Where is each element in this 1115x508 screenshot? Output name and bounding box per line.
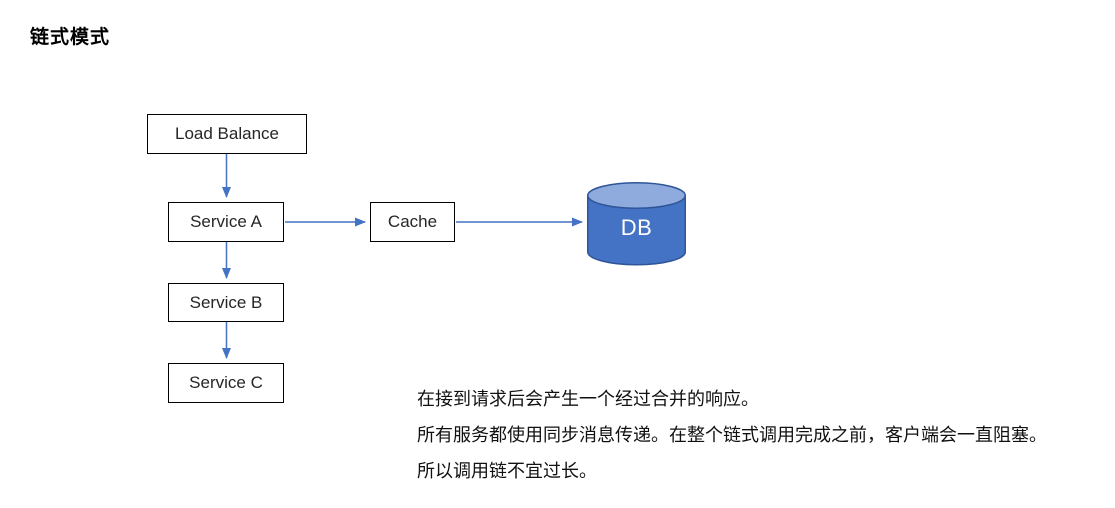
node-load-balance: Load Balance: [147, 114, 307, 154]
node-service-b: Service B: [168, 283, 284, 322]
notes-block: 在接到请求后会产生一个经过合并的响应。 所有服务都使用同步消息传递。在整个链式调…: [417, 381, 1047, 489]
node-service-b-label: Service B: [189, 292, 263, 312]
note-line-1: 在接到请求后会产生一个经过合并的响应。: [417, 389, 759, 409]
node-service-c: Service C: [168, 363, 284, 403]
node-cache: Cache: [370, 202, 455, 242]
note-line-2: 所有服务都使用同步消息传递。在整个链式调用完成之前，客户端会一直阻塞。: [417, 425, 1047, 445]
node-service-a-label: Service A: [190, 212, 262, 231]
node-load-balance-label: Load Balance: [175, 124, 279, 143]
node-db-label: DB: [620, 215, 653, 240]
page-title: 链式模式: [30, 27, 111, 48]
node-service-a: Service A: [168, 202, 284, 242]
db-cylinder-top: [587, 182, 686, 209]
node-service-c-label: Service C: [189, 373, 263, 392]
node-db: DB: [587, 182, 686, 266]
note-line-3: 所以调用链不宜过长。: [417, 461, 597, 481]
node-cache-label: Cache: [387, 212, 438, 231]
db-cylinder-body: [587, 195, 686, 266]
